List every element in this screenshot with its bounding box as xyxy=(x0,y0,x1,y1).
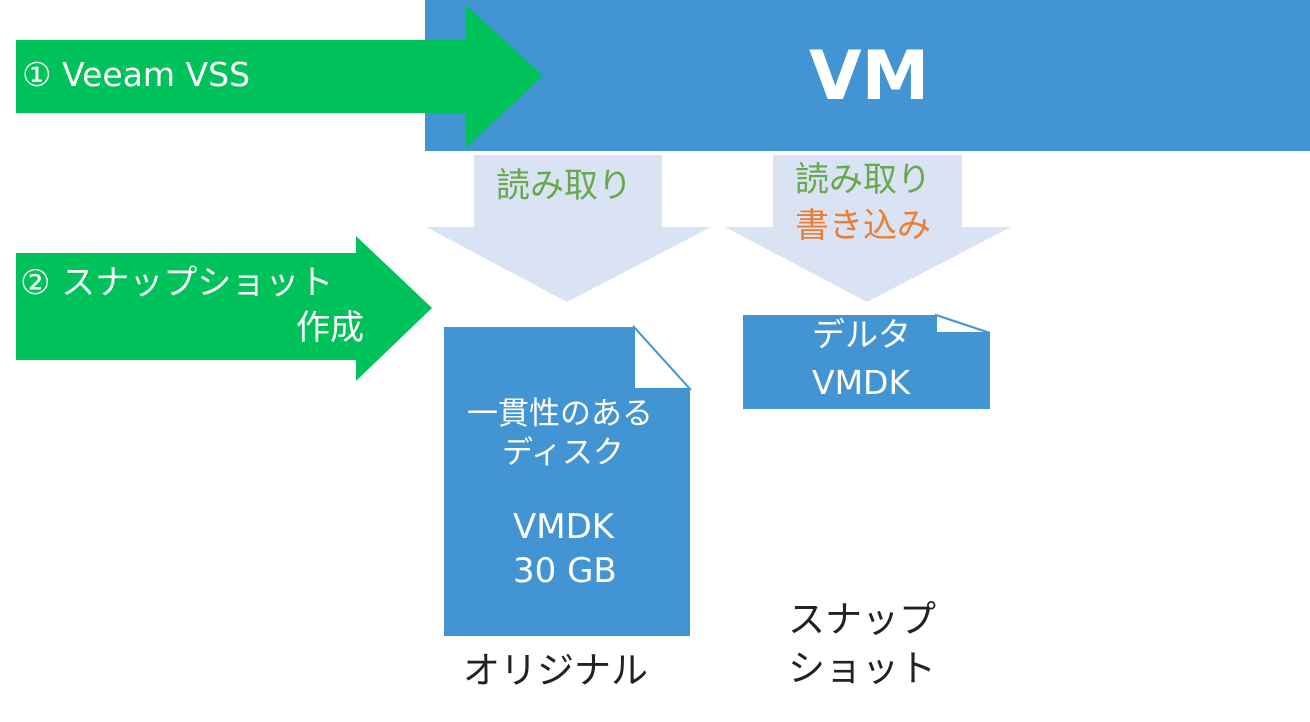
original-disk-caption: オリジナル xyxy=(463,649,648,692)
step2-label-line2: 作成 xyxy=(296,308,364,348)
delta-disk-line2: VMDK xyxy=(812,363,911,402)
snapshot-read-label: 読み取り xyxy=(795,160,931,200)
step2-label-line1: ② スナップショット xyxy=(20,263,334,303)
snapshot-caption-line1: スナップ xyxy=(788,598,936,641)
vm-title: VM xyxy=(809,37,930,116)
original-disk-type: VMDK xyxy=(513,507,615,547)
original-disk-size: 30 GB xyxy=(513,551,617,591)
snapshot-write-label: 書き込み xyxy=(795,206,931,246)
step1-label: ① Veeam VSS xyxy=(22,55,251,94)
original-disk-line2: ディスク xyxy=(502,435,624,471)
original-disk-fold xyxy=(633,324,693,390)
read-arrow xyxy=(426,155,711,302)
vm-block xyxy=(425,0,1310,151)
read-write-arrow xyxy=(725,155,1011,302)
step2-arrow xyxy=(16,236,432,381)
delta-disk-shape xyxy=(743,315,990,409)
snapshot-caption-line2: ショット xyxy=(788,647,936,690)
step1-arrow xyxy=(16,5,543,148)
original-disk-shape xyxy=(444,327,690,636)
delta-disk-fold xyxy=(935,313,991,334)
original-disk-line1: 一貫性のある xyxy=(467,396,653,432)
original-read-label: 読み取り xyxy=(496,166,632,206)
delta-disk-line1: デルタ xyxy=(812,315,911,354)
